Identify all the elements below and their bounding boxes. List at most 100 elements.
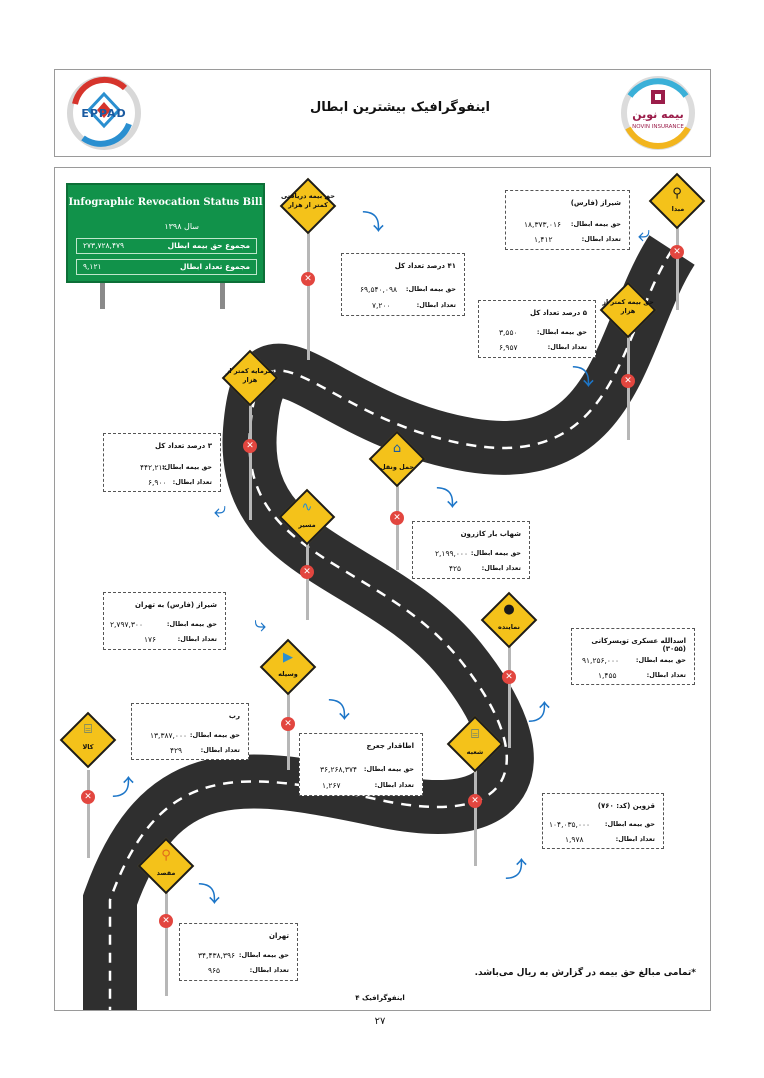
- sign-label: کالا: [82, 743, 94, 751]
- infographic-label: اینفوگرافیک ۴: [355, 994, 405, 1002]
- info-box-title: ۵ درصد تعداد کل: [530, 309, 587, 317]
- curved-arrow-icon: ⤴: [528, 701, 551, 726]
- count-value: ۱,۹۷۸: [565, 835, 584, 844]
- sign-pole: [306, 540, 309, 620]
- sign-label: نماینده: [498, 623, 520, 631]
- board-row-label: مجموع حق بیمه ابطال: [167, 241, 250, 250]
- info-box: رب حق بیمه ابطال: ۱۳,۳۸۷,۰۰۰ تعداد ابطال…: [131, 703, 249, 760]
- premium-value: ۳,۵۵۰: [499, 328, 518, 337]
- count-label: تعداد ابطال:: [615, 835, 655, 843]
- board-row: مجموع حق بیمه ابطال ۲۷۳,۷۲۸,۴۷۹: [76, 238, 257, 254]
- curved-arrow-icon: ⤴: [505, 858, 528, 883]
- count-value: ۱۷۶: [144, 635, 157, 644]
- stop-icon: ✕: [81, 790, 95, 804]
- premium-value: ۶۹,۵۴۰,۰۹۸: [360, 285, 397, 294]
- info-box: شیراز (فارس) حق بیمه ابطال: ۱۸,۳۷۳,۰۱۶ ت…: [505, 190, 630, 250]
- count-label: تعداد ابطال:: [177, 635, 217, 643]
- bank-icon: ⌸: [84, 722, 92, 737]
- bank-icon: ⌸: [471, 727, 479, 742]
- premium-label: حق بیمه ابطال:: [238, 951, 289, 959]
- stop-icon: ✕: [390, 511, 404, 525]
- premium-label: حق بیمه ابطال:: [363, 765, 414, 773]
- premium-value: ۱۳,۳۸۷,۰۰۰: [150, 731, 187, 740]
- info-box: شیراز (فارس) به تهران حق بیمه ابطال: ۲,۷…: [103, 592, 226, 650]
- summary-board: Infographic Revocation Status Bill سال ۱…: [66, 183, 265, 283]
- page-title: اینفوگرافیک بیشترین ابطال: [310, 100, 490, 115]
- count-label: تعداد ابطال:: [581, 235, 621, 243]
- count-label: تعداد ابطال:: [416, 301, 456, 309]
- count-label: تعداد ابطال:: [172, 478, 212, 486]
- info-box-title: ۴۱ درصد تعداد کل: [394, 262, 456, 270]
- sign-label: حق بیمه کمتر از هزار: [602, 298, 654, 315]
- stop-icon: ✕: [670, 245, 684, 259]
- premium-label: حق بیمه ابطال:: [166, 620, 217, 628]
- sign-pole: [396, 480, 399, 570]
- count-label: تعداد ابطال:: [481, 564, 521, 572]
- premium-label: حق بیمه ابطال:: [405, 285, 456, 293]
- count-value: ۹۶۵: [208, 966, 221, 975]
- premium-label: حق بیمه ابطال:: [570, 220, 621, 228]
- info-box-title: اطاقدار جعرج: [366, 742, 414, 750]
- stop-icon: ✕: [281, 717, 295, 731]
- sign-label: مسیر: [298, 521, 316, 529]
- count-label: تعداد ابطال:: [646, 671, 686, 679]
- board-row-value: ۲۷۳,۷۲۸,۴۷۹: [83, 241, 125, 250]
- delivery-truck-icon: ▶: [283, 650, 293, 665]
- route-icon: ∿: [301, 500, 313, 515]
- sign-label: سرمایه کمتر از هزار: [225, 367, 275, 384]
- curved-arrow-icon: ⤶: [214, 498, 227, 523]
- count-value: ۱,۴۱۲: [534, 235, 553, 244]
- header-frame: EPPAD اینفوگرافیک بیشترین ابطال بیمه نوی…: [54, 69, 711, 157]
- curved-arrow-icon: ⤵: [572, 366, 595, 391]
- count-value: ۱,۲۶۷: [322, 781, 341, 790]
- info-box: ۵ درصد تعداد کل حق بیمه ابطال: ۳,۵۵۰ تعد…: [478, 300, 596, 358]
- board-year: سال ۱۳۹۸: [164, 222, 199, 231]
- count-value: ۴۲۵: [449, 564, 462, 573]
- count-value: ۱,۴۵۵: [598, 671, 617, 680]
- stop-icon: ✕: [301, 272, 315, 286]
- sign-label: وسیله: [278, 670, 298, 678]
- page-number: ۲۷: [374, 1016, 386, 1027]
- info-box-title: اسدالله عسکری تویسرکانی (۳۰۵۵): [591, 637, 686, 653]
- stop-icon: ✕: [621, 374, 635, 388]
- count-value: ۷,۲۰۰: [372, 301, 391, 310]
- sign-label: حمل ونقل: [379, 463, 415, 471]
- stop-icon: ✕: [159, 914, 173, 928]
- novin-logo: بیمه نوین NOVIN INSURANCE: [616, 74, 700, 152]
- count-label: تعداد ابطال:: [374, 781, 414, 789]
- count-value: ۶,۹۵۷: [499, 343, 518, 352]
- info-box-title: ۳ درصد تعداد کل: [155, 442, 212, 450]
- count-label: تعداد ابطال:: [200, 746, 240, 754]
- info-box-title: قزوین (کد: ۷۶۰): [597, 802, 655, 810]
- currency-note: *تمامی مبالغ حق بیمه در گزارش به ریال می…: [474, 968, 696, 978]
- premium-value: ۳۶,۲۶۸,۳۷۴: [320, 765, 357, 774]
- location-pin-icon: ⚲: [672, 186, 682, 201]
- premium-value: ۳۴,۴۳۸,۳۹۶: [198, 951, 235, 960]
- info-box: تهران حق بیمه ابطال: ۳۴,۴۳۸,۳۹۶ تعداد اب…: [179, 923, 298, 981]
- stop-icon: ✕: [468, 794, 482, 808]
- premium-value: ۱۸,۳۷۳,۰۱۶: [524, 220, 561, 229]
- eppad-logo-text: EPPAD: [81, 107, 127, 120]
- count-value: ۴۲۹: [170, 746, 183, 755]
- board-title: Infographic Revocation Status Bill: [68, 197, 263, 208]
- info-box: ۳ درصد تعداد کل حق بیمه ابطال: ۴۴۲,۲۱۲ ت…: [103, 433, 221, 492]
- premium-value: ۲,۱۹۹,۰۰۰: [435, 549, 468, 558]
- info-box-title: شهاب بار کازرون: [460, 530, 521, 538]
- board-pole-left: [100, 283, 105, 309]
- sign-pole: [165, 890, 168, 996]
- curved-arrow-icon: ⤵: [198, 883, 221, 908]
- premium-value: ۲,۷۹۷,۳۰۰: [110, 620, 143, 629]
- board-row-value: ۹,۱۲۱: [83, 262, 102, 271]
- truck-house-icon: ⌂: [392, 441, 402, 456]
- stop-icon: ✕: [243, 439, 257, 453]
- board-pole-right: [220, 283, 225, 309]
- premium-label: حق بیمه ابطال:: [161, 463, 212, 471]
- sign-label: شعبه: [466, 748, 484, 756]
- premium-label: حق بیمه ابطال:: [470, 549, 521, 557]
- info-box-title: شیراز (فارس) به تهران: [135, 601, 217, 609]
- sign-pole: [676, 220, 679, 310]
- sign-pole: [474, 770, 477, 866]
- info-box: اطاقدار جعرج حق بیمه ابطال: ۳۶,۲۶۸,۳۷۴ ت…: [299, 733, 423, 796]
- count-value: ۶,۹۰۰: [148, 478, 167, 487]
